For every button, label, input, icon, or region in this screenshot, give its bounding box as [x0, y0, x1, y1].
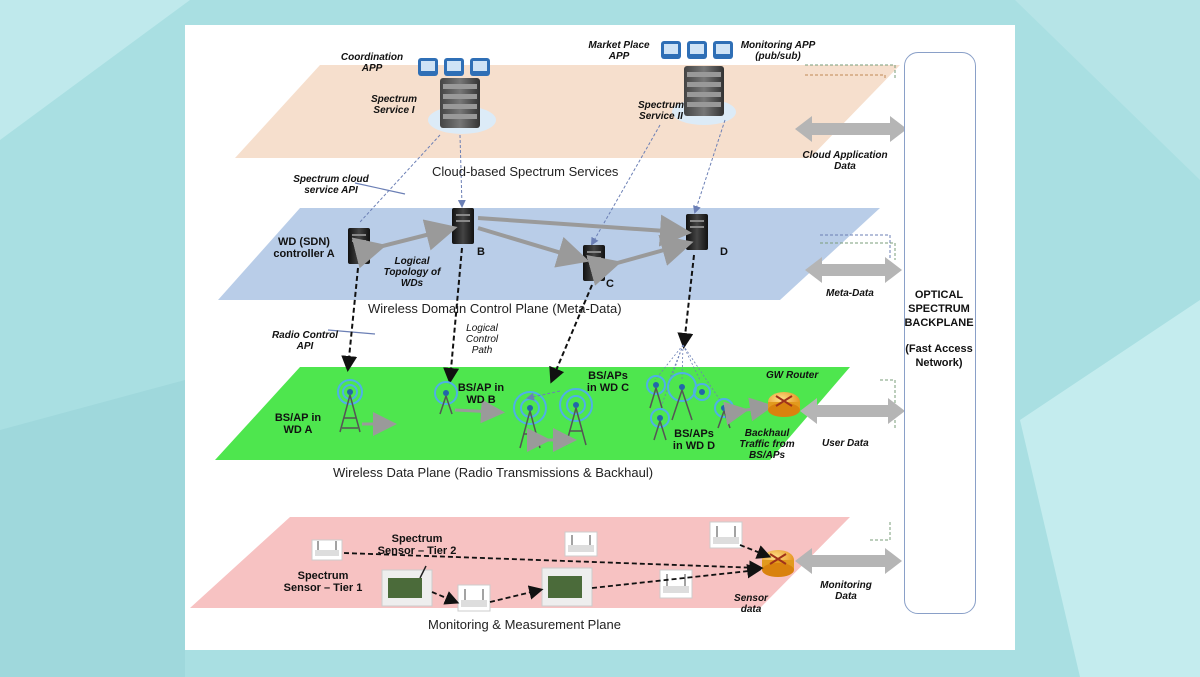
monitoring-app-label: Monitoring APP (pub/sub): [740, 40, 816, 62]
radio-control-links: [341, 247, 695, 384]
bs-ap-tower-b[interactable]: [434, 381, 458, 415]
monitoring-plane-label: Monitoring & Measurement Plane: [428, 617, 621, 632]
cloud-data-arrow: [795, 116, 907, 142]
sensor-tier2-label: Spectrum Sensor – Tier 2: [377, 533, 457, 557]
bs-ap-tower-c2[interactable]: [559, 388, 593, 446]
backplane-title: OPTICAL SPECTRUM BACKPLANE: [904, 289, 974, 329]
meta-data-arrow: [805, 257, 902, 283]
backplane-link-monitor: [805, 74, 886, 80]
radio-api-label: Radio Control API: [271, 330, 339, 352]
controller-c-server[interactable]: [583, 245, 605, 281]
backplane-link-data: [880, 379, 896, 430]
bs-a-label: BS/AP in WD A: [274, 412, 322, 436]
coordination-app-label: Coordination APP: [340, 52, 404, 74]
cloud-app-data-label: Cloud Application Data: [802, 150, 888, 172]
sensor-data-label: Sensor data: [734, 593, 768, 615]
sensor-data-links: [343, 544, 772, 605]
sensor-tier2-device-1[interactable]: [311, 539, 343, 561]
bs-c-to-b-link: [526, 390, 561, 401]
logical-topology-label: Logical Topology of WDs: [383, 256, 441, 289]
sensor-tier1-board-2[interactable]: [541, 567, 593, 607]
backplane-label: OPTICAL SPECTRUM BACKPLANE (Fast Access …: [896, 288, 982, 370]
gw-router[interactable]: [768, 392, 800, 417]
data-plane: [215, 367, 850, 460]
bs-ap-tower-a[interactable]: [337, 379, 363, 433]
cloud-plane-label: Cloud-based Spectrum Services: [432, 164, 619, 179]
backhaul-links: [362, 397, 774, 452]
user-data-arrow: [800, 398, 905, 424]
spectrum-service-1-label: Spectrum Service I: [370, 94, 418, 116]
sensor-tier2-device-3[interactable]: [709, 521, 743, 549]
spectrum-service-1-server[interactable]: [428, 78, 496, 134]
cloud-api-link-b: [457, 134, 466, 208]
coordination-app-icons: [418, 58, 490, 76]
sensor-tier2-device-5[interactable]: [659, 569, 693, 599]
controller-a-server[interactable]: [348, 228, 370, 264]
node-c-label: C: [606, 278, 614, 290]
spectrum-service-2-server[interactable]: [672, 66, 736, 125]
sensor-router[interactable]: [762, 550, 794, 577]
bs-b-label: BS/AP in WD B: [457, 382, 505, 406]
optical-spectrum-backplane: [904, 52, 976, 614]
wd-d-fanout: [654, 344, 721, 411]
controller-d-server[interactable]: [686, 214, 708, 250]
sensor-tier2-device-4[interactable]: [457, 584, 491, 612]
backplane-link-cloud: [805, 64, 896, 80]
backplane-link-monitoring: [870, 520, 891, 541]
backplane-subtitle: (Fast Access Network): [905, 343, 973, 369]
data-plane-label: Wireless Data Plane (Radio Transmissions…: [333, 465, 654, 480]
controller-a-label: WD (SDN) controller A: [273, 236, 335, 260]
logical-path-label: Logical Control Path: [465, 323, 499, 356]
monitoring-data-label: Monitoring Data: [820, 580, 872, 602]
cloud-api-link-c: [591, 124, 661, 246]
cloud-api-link-d: [693, 119, 726, 214]
meta-data-label: Meta-Data: [826, 288, 874, 299]
logical-topology-links: [351, 214, 694, 286]
cloud-api-marker: [354, 182, 406, 195]
cloud-plane: [235, 65, 900, 158]
spectrum-service-2-label: Spectrum Service II: [637, 100, 685, 122]
sensor-tier1-board-1[interactable]: [381, 565, 433, 607]
marketplace-app-icons: [661, 41, 733, 59]
marketplace-app-label: Market Place APP: [588, 40, 650, 62]
cloud-api-label: Spectrum cloud service API: [293, 174, 369, 196]
gw-router-label: GW Router: [766, 370, 819, 381]
controller-b-server[interactable]: [452, 208, 474, 244]
backplane-link-control-2: [820, 242, 896, 260]
bs-c-label: BS/APs in WD C: [586, 370, 630, 394]
bs-d-label: BS/APs in WD D: [672, 428, 716, 452]
sensor-tier2-device-2[interactable]: [564, 531, 598, 557]
backplane-link-control: [820, 234, 891, 260]
backhaul-label: Backhaul Traffic from BS/APs: [739, 428, 795, 461]
control-plane-label: Wireless Domain Control Plane (Meta-Data…: [368, 301, 622, 316]
node-d-label: D: [720, 246, 728, 258]
node-b-label: B: [477, 246, 485, 258]
sensor-tier1-label: Spectrum Sensor – Tier 1: [283, 570, 363, 594]
monitoring-data-arrow: [795, 548, 902, 574]
user-data-label: User Data: [822, 438, 869, 449]
